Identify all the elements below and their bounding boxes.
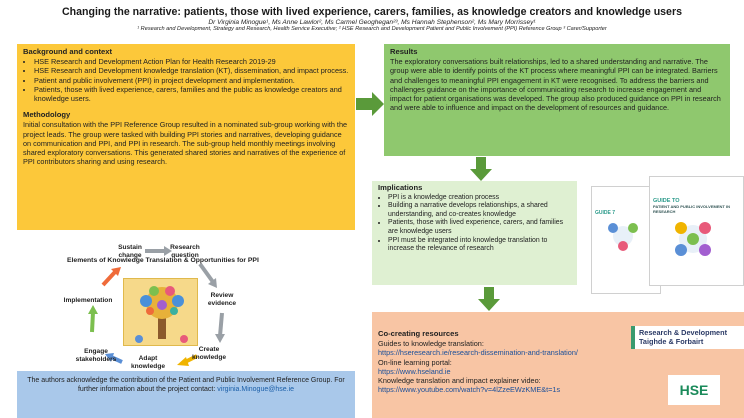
methodology-text: Initial consultation with the PPI Refere… xyxy=(23,120,348,167)
results-section: Results The exploratory conversations bu… xyxy=(384,44,730,156)
methodology-heading: Methodology xyxy=(23,110,71,120)
down-arrow-icon xyxy=(478,287,500,311)
resources-line-1: Guides to knowledge translation: xyxy=(378,339,484,349)
guide-2-title: GUIDE TO xyxy=(653,198,680,204)
list-item: HSE Research and Development knowledge t… xyxy=(34,66,349,75)
implications-section: Implications PPI is a knowledge creation… xyxy=(372,181,577,285)
tree-icon xyxy=(135,286,188,343)
implications-list: PPI is a knowledge creation process Buil… xyxy=(378,194,571,254)
kt-diagram: Elements of Knowledge Translation & Oppo… xyxy=(17,230,355,370)
guide-1-graphic xyxy=(608,223,638,251)
guide-2-graphic xyxy=(675,222,711,256)
resources-heading: Co-creating resources xyxy=(378,329,459,338)
poster-header: Changing the narrative: patients, those … xyxy=(0,0,744,40)
label-research-question: Research question xyxy=(170,244,200,259)
label-review-evidence: Review evidence xyxy=(207,292,237,307)
label-adapt-knowledge: Adapt knowledge xyxy=(130,355,166,370)
guide-2-subtitle: PATIENT AND PUBLIC INVOLVEMENT IN RESEAR… xyxy=(653,204,730,214)
background-section: Background and context HSE Research and … xyxy=(17,44,355,230)
list-item: PPI must be integrated into knowledge tr… xyxy=(388,237,571,254)
logo-line-2: Taighde & Forbairt xyxy=(639,337,704,346)
list-item: HSE Research and Development Action Plan… xyxy=(34,57,349,66)
background-heading: Background and context xyxy=(23,47,113,56)
acknowledgement-text: The authors acknowledge the contribution… xyxy=(27,377,345,393)
resources-line-2: On-line learning portal: xyxy=(378,357,452,367)
down-arrow-icon xyxy=(470,157,492,181)
cycle-arrows xyxy=(88,246,225,366)
background-list: HSE Research and Development Action Plan… xyxy=(23,57,349,103)
guide-thumbnail-2: GUIDE TO PATIENT AND PUBLIC INVOLVEMENT … xyxy=(649,176,744,286)
affiliations: ¹ Research and Development, Strategy and… xyxy=(137,26,607,32)
results-text: The exploratory conversations built rela… xyxy=(390,57,721,113)
list-item: Building a narrative develops relationsh… xyxy=(388,202,571,219)
implications-heading: Implications xyxy=(378,183,423,192)
poster-title: Changing the narrative: patients, those … xyxy=(62,6,682,18)
label-sustain-change: Sustain change xyxy=(118,244,142,259)
logo-line-1: Research & Development xyxy=(639,328,728,337)
diagram-title: Elements of Knowledge Translation & Oppo… xyxy=(67,257,259,264)
label-create-knowledge: Create knowledge xyxy=(191,346,227,361)
label-implementation: Implementation xyxy=(63,297,113,304)
resources-line-3: Knowledge translation and impact explain… xyxy=(378,376,541,386)
acknowledgement-section: The authors acknowledge the contribution… xyxy=(17,371,355,418)
list-item: Patient and public involvement (PPI) in … xyxy=(34,76,349,85)
right-arrow-icon xyxy=(356,92,384,116)
guide-1-title: GUIDE 7 xyxy=(595,210,616,216)
list-item: PPI is a knowledge creation process xyxy=(388,194,571,203)
list-item: Patients, those with lived experience, c… xyxy=(34,85,349,103)
contact-email-link[interactable]: virginia.Minogue@hse.ie xyxy=(217,386,295,393)
research-development-logo: Research & Development Taighde & Forbair… xyxy=(631,326,744,349)
kt-guides-link[interactable]: https://hseresearch.ie/research-dissemin… xyxy=(378,348,578,358)
hse-logo: HSE xyxy=(668,375,720,405)
youtube-video-link[interactable]: https://www.youtube.com/watch?v=4lZzeEWz… xyxy=(378,385,561,395)
label-engage-stakeholders: Engage stakeholders xyxy=(75,348,117,363)
knowledge-tree-image xyxy=(123,278,198,346)
hseland-link[interactable]: https://www.hseland.ie xyxy=(378,366,451,376)
author-list: Dr Virginia Minogue¹, Ms Anne Lawlor², M… xyxy=(208,19,536,26)
list-item: Patients, those with lived experience, c… xyxy=(388,219,571,236)
results-heading: Results xyxy=(390,47,418,56)
